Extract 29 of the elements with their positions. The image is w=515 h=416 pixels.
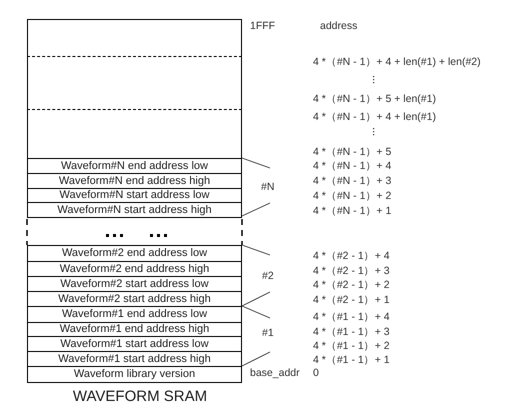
address-label: #2	[262, 271, 274, 282]
address-label: 4 *（#1 - 1）+ 4	[313, 312, 390, 322]
address-label: 1FFF	[250, 21, 276, 32]
address-label: 4 *（#N - 1）+ 5 + len(#1)	[313, 94, 436, 104]
address-label: 0	[313, 368, 319, 378]
address-label: 4 *（#2 - 1）+ 3	[313, 266, 390, 276]
address-label: 4 *（#2 - 1）+ 4	[313, 251, 390, 262]
address-label: 4 *（#N - 1）+ 2	[313, 191, 392, 202]
address-label: #1	[262, 328, 274, 338]
caption: WAVEFORM SRAM	[72, 388, 208, 405]
address-label: 4 *（#N - 1）+ 4	[313, 161, 392, 172]
address-label: 4 *（#N - 1）+ 4 + len(#1) + len(#2)	[313, 57, 481, 68]
address-label: #N	[261, 182, 274, 192]
address-label: 4 *（#2 - 1）+ 2	[313, 280, 390, 290]
address-label: 4 *（#N - 1）+ 1	[313, 206, 392, 216]
memory-row: Waveform library version	[27, 366, 242, 382]
address-label: 4 *（#2 - 1）+ 1	[313, 295, 390, 306]
memory-region	[27, 109, 242, 160]
address-label: 4 *（#1 - 1）+ 3	[313, 327, 390, 338]
address-label: base_addr	[250, 368, 300, 378]
memory-region	[27, 19, 242, 57]
column-header: address	[320, 21, 358, 32]
memory-row: Waveform#N start address high	[27, 202, 242, 218]
address-label: 4 *（#N - 1）+ 5	[313, 147, 392, 158]
address-label: 4 *（#N - 1）+ 4 + len(#1)	[313, 112, 436, 122]
address-label: 4 *（#1 - 1）+ 2	[313, 341, 390, 352]
address-label: 4 *（#1 - 1）+ 1	[313, 355, 390, 366]
address-label: 4 *（#N - 1）+ 3	[313, 176, 392, 186]
memory-region	[27, 56, 242, 109]
